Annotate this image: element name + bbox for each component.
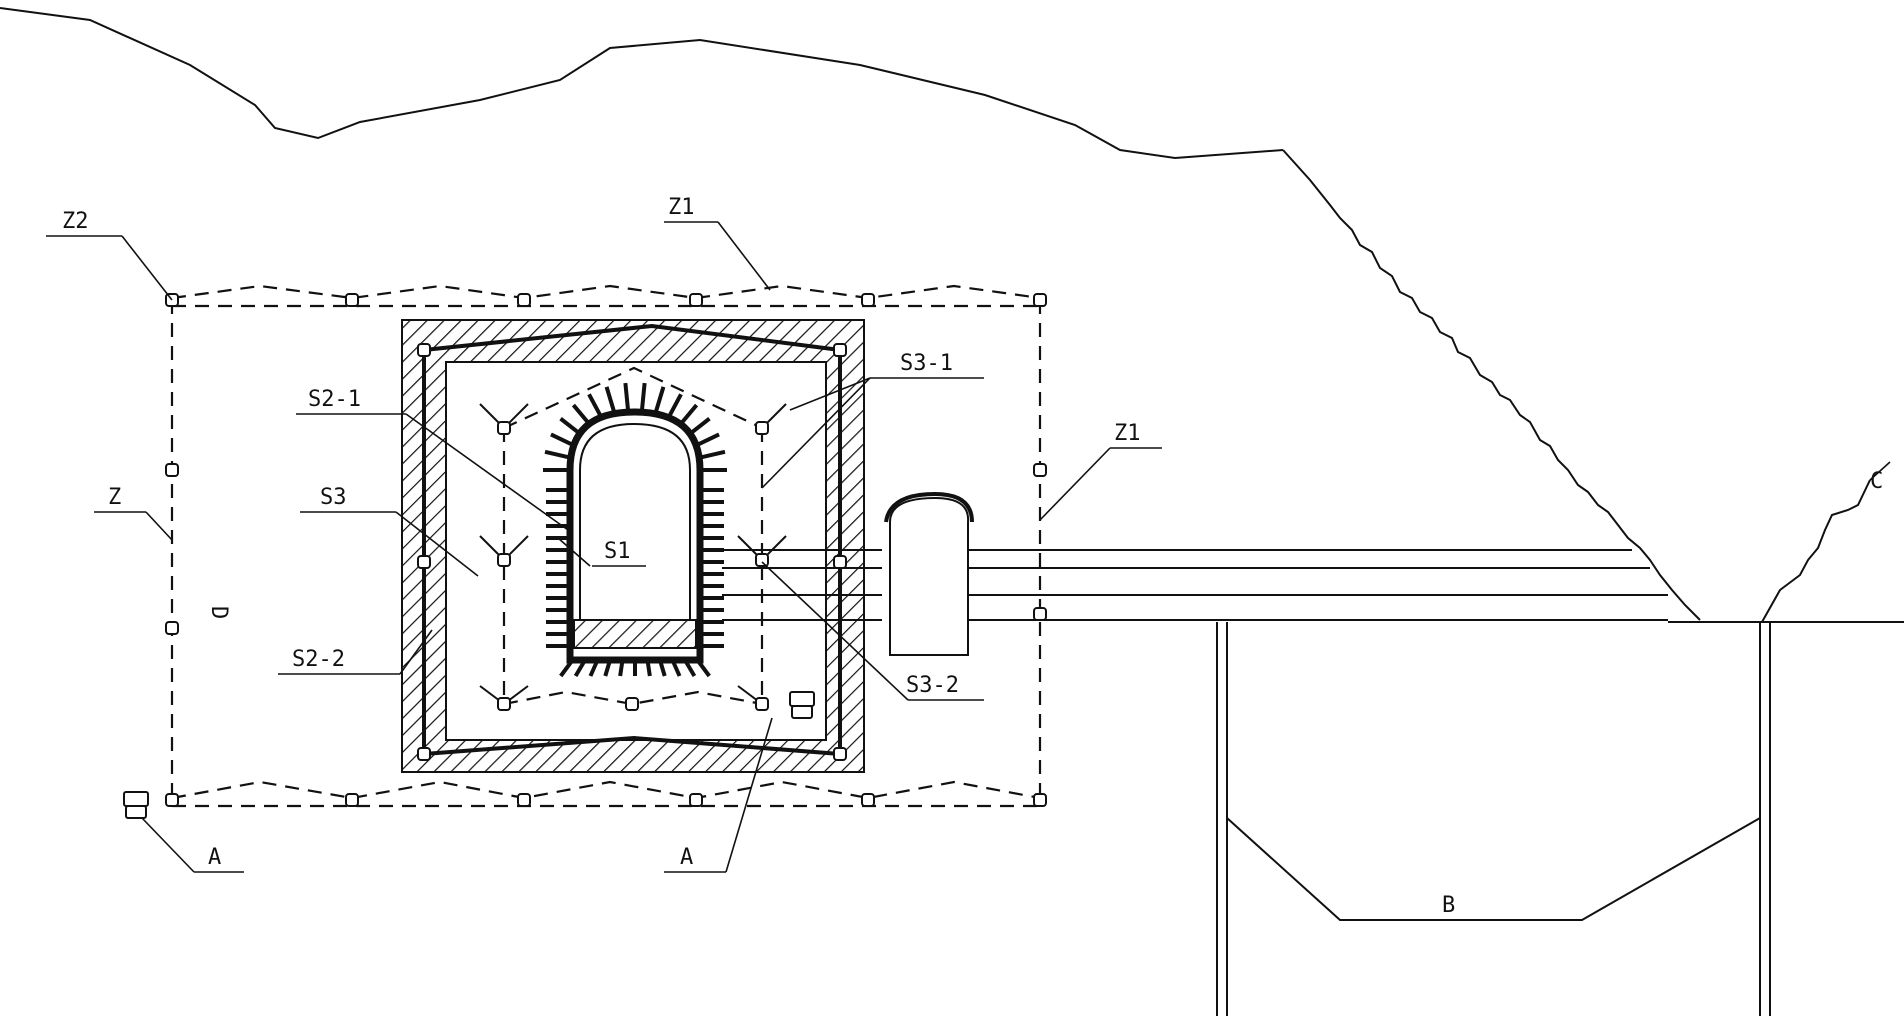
frame-nodes xyxy=(417,343,847,761)
tunnel-lining xyxy=(566,408,704,664)
label-a-left: A xyxy=(208,845,221,870)
label-a-mid: A xyxy=(680,845,693,870)
tunnel-opening-s1 xyxy=(579,422,691,621)
label-c: C xyxy=(1870,469,1883,494)
label-b: B xyxy=(1442,893,1455,918)
rock-bolt xyxy=(639,382,647,412)
mountain-slope-line xyxy=(1282,149,1701,621)
side-tunnel-crown xyxy=(884,491,974,523)
outer-boundary-nodes xyxy=(165,293,1047,807)
label-z2: Z2 xyxy=(62,209,89,234)
frame-bottom-arch-line xyxy=(423,735,841,756)
ground-profile-c xyxy=(1761,479,1871,623)
label-s3-2: S3-2 xyxy=(906,673,959,698)
rock-bolt xyxy=(699,449,726,460)
label-s3: S3 xyxy=(320,485,347,510)
top-zigzag-line xyxy=(171,284,1041,300)
rock-bolt xyxy=(604,386,617,415)
inner-dashed-roof xyxy=(503,366,763,429)
frame-outer-edge xyxy=(401,319,865,773)
label-s2-1: S2-1 xyxy=(308,387,361,412)
frame-top-arch-line xyxy=(423,323,841,352)
label-z: Z xyxy=(108,485,121,510)
rock-bolt xyxy=(653,386,666,415)
rock-bolt xyxy=(544,449,571,460)
basin-b-line xyxy=(1226,817,1761,921)
leader-lines xyxy=(46,221,1162,873)
rock-bolt xyxy=(623,382,631,412)
tunnel-invert-hatch xyxy=(573,619,697,649)
mountain-surface-line xyxy=(0,7,1284,160)
label-d: D xyxy=(206,606,231,619)
label-s2-2: S2-2 xyxy=(292,647,345,672)
label-z1-top: Z1 xyxy=(668,195,695,220)
label-s3-1: S3-1 xyxy=(900,351,953,376)
side-tunnel xyxy=(889,496,970,656)
instrument-a-mid xyxy=(789,691,815,719)
label-z1-right: Z1 xyxy=(1114,421,1141,446)
label-s1: S1 xyxy=(604,539,631,564)
inner-zone-nodes xyxy=(497,421,769,711)
instrument-a-left xyxy=(123,791,149,819)
bottom-zigzag-line xyxy=(171,780,1041,800)
leader-c xyxy=(1869,461,1891,481)
inner-dashed-bottom-zigzag xyxy=(503,690,763,706)
